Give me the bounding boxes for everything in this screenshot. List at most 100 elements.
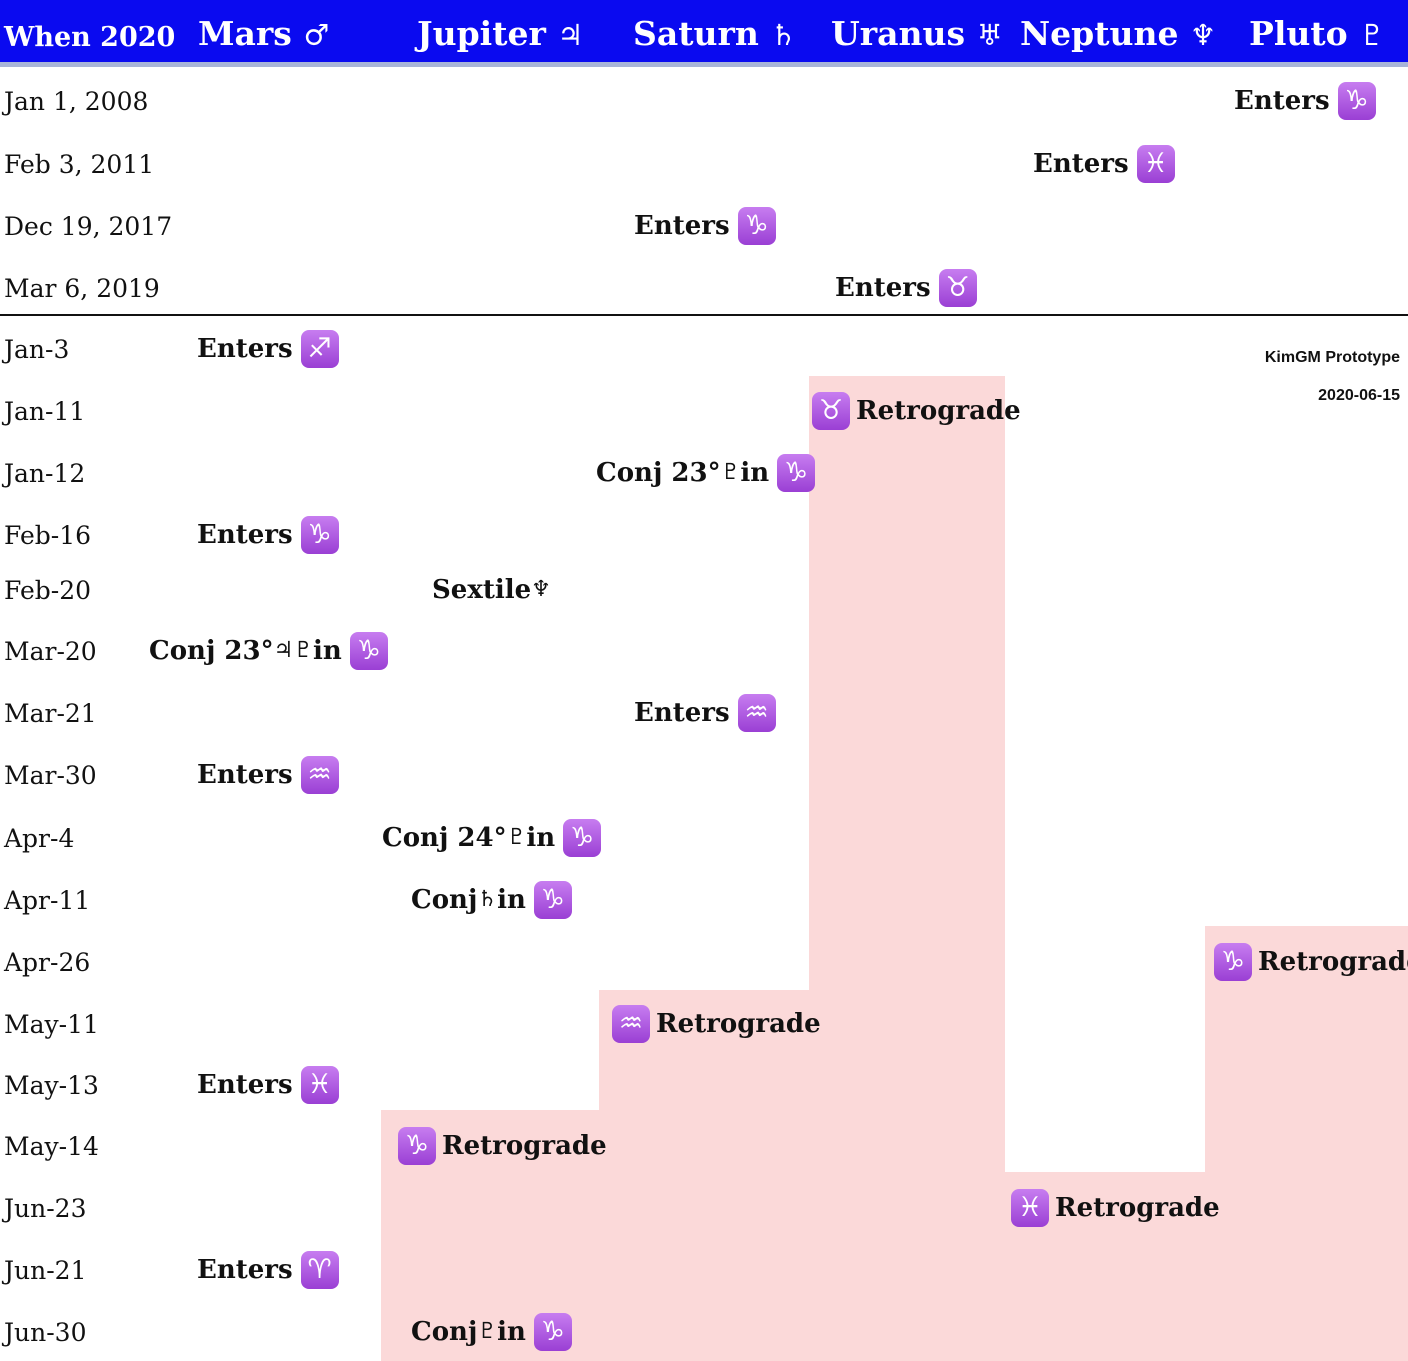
event-status: Retrograde <box>1055 1193 1220 1223</box>
row-date: May-11 <box>4 1010 99 1039</box>
event-text: Enters <box>1234 86 1330 116</box>
event-saturn: Conj 23° ♇ in♑ <box>596 453 816 493</box>
column-header-bar: When 2020 Mars ♂ Jupiter ♃ Saturn ♄ Uran… <box>0 0 1408 67</box>
event-text: Enters <box>197 520 293 550</box>
planet-glyph-icon: ♄ <box>477 887 498 912</box>
uranus-symbol-icon: ♅ <box>976 18 1003 52</box>
row-date: Jan 1, 2008 <box>4 87 149 116</box>
row-date: Dec 19, 2017 <box>4 212 173 241</box>
event-text: Enters <box>197 760 293 790</box>
event-text: Enters <box>197 1255 293 1285</box>
event-mars: Enters♐ <box>197 329 339 369</box>
mars-symbol-icon: ♂ <box>303 18 330 52</box>
planet-glyph-icon: ♇ <box>720 460 741 485</box>
planet-glyph-icon: ♇ <box>506 825 527 850</box>
zodiac-sign-icon: ♑ <box>349 632 388 670</box>
event-pluto: ♑Retrograde <box>1214 942 1408 982</box>
row-date: Feb 3, 2011 <box>4 150 155 179</box>
event-jupiter: ♑Retrograde <box>398 1126 607 1166</box>
row-date: Apr-4 <box>4 824 75 853</box>
zodiac-sign-icon: ♐ <box>300 330 339 368</box>
zodiac-sign-icon: ♒ <box>300 756 339 794</box>
planet-glyph-icon: ♆ <box>531 577 551 602</box>
event-jupiter: Conj ♇ in♑ <box>411 1312 572 1352</box>
row-date: Jan-12 <box>4 459 86 488</box>
saturn-retrograde-region <box>599 990 809 1361</box>
prototype-date: 2020-06-15 <box>1318 387 1400 404</box>
row-date: Feb-20 <box>4 576 92 605</box>
event-pluto: Enters♑ <box>1234 81 1376 121</box>
zodiac-sign-icon: ♓ <box>300 1066 339 1104</box>
event-mars: Enters♈ <box>197 1250 339 1290</box>
planet-glyph-icon: ♃♇ <box>273 638 314 663</box>
header-jupiter: Jupiter ♃ <box>417 14 584 53</box>
row-date: Jun-23 <box>4 1194 87 1223</box>
header-mars: Mars ♂ <box>198 14 330 53</box>
event-text: in <box>526 823 556 853</box>
event-text: in <box>313 636 342 666</box>
zodiac-sign-icon: ♉ <box>938 269 977 307</box>
event-saturn: Enters♒ <box>634 693 776 733</box>
zodiac-sign-icon: ♓ <box>1136 145 1175 183</box>
header-when: When 2020 <box>4 22 176 53</box>
zodiac-sign-icon: ♑ <box>563 819 602 857</box>
event-mars: Enters♑ <box>197 515 339 555</box>
event-mars: Enters♓ <box>197 1065 339 1105</box>
event-text: Conj 24° <box>382 823 507 853</box>
event-text: in <box>740 458 770 488</box>
zodiac-sign-icon: ♓ <box>1011 1189 1049 1227</box>
row-date: Jan-11 <box>4 397 86 426</box>
event-text: Enters <box>197 1070 293 1100</box>
event-mars: Conj 23° ♃♇ in♑ <box>149 631 388 671</box>
prototype-label: KimGM Prototype <box>1264 349 1400 366</box>
event-jupiter: Conj 24° ♇ in♑ <box>382 818 602 858</box>
history-divider <box>0 314 1408 316</box>
zodiac-sign-icon: ♑ <box>533 1313 572 1351</box>
event-text: Enters <box>634 211 730 241</box>
row-date: Feb-16 <box>4 521 92 550</box>
event-text: Enters <box>197 334 293 364</box>
event-status: Retrograde <box>1258 947 1408 977</box>
event-text: Conj <box>411 885 478 915</box>
event-text: Enters <box>835 273 931 303</box>
event-text: Enters <box>1033 149 1129 179</box>
row-date: Jun-30 <box>4 1318 87 1347</box>
row-date: May-13 <box>4 1071 99 1100</box>
event-text: Enters <box>634 698 730 728</box>
event-text: Sextile <box>432 575 532 605</box>
event-text: Conj 23° <box>149 636 274 666</box>
header-saturn: Saturn ♄ <box>633 14 797 53</box>
header-neptune: Neptune ♆ <box>1020 14 1216 53</box>
header-pluto: Pluto ♇ <box>1249 14 1386 53</box>
row-date: Mar-21 <box>4 699 97 728</box>
event-neptune: ♓Retrograde <box>1011 1188 1220 1228</box>
pluto-retrograde-region <box>1205 926 1408 1361</box>
event-status: Retrograde <box>856 396 1021 426</box>
event-text: in <box>497 885 526 915</box>
event-jupiter: Sextile ♆ <box>432 570 551 610</box>
row-date: Jun-21 <box>4 1256 87 1285</box>
row-date: Mar-20 <box>4 637 97 666</box>
zodiac-sign-icon: ♑ <box>398 1127 436 1165</box>
zodiac-sign-icon: ♑ <box>777 454 816 492</box>
event-uranus: ♉Retrograde <box>812 391 1021 431</box>
saturn-symbol-icon: ♄ <box>770 18 797 52</box>
event-saturn: ♒Retrograde <box>612 1004 821 1044</box>
zodiac-sign-icon: ♒ <box>737 694 776 732</box>
neptune-symbol-icon: ♆ <box>1189 18 1216 52</box>
event-neptune: Enters♓ <box>1033 144 1175 184</box>
event-status: Retrograde <box>656 1009 821 1039</box>
row-date: Mar-30 <box>4 761 97 790</box>
row-date: Apr-26 <box>4 948 91 977</box>
row-date: May-14 <box>4 1132 99 1161</box>
row-date: Apr-11 <box>4 886 91 915</box>
row-date: Jan-3 <box>4 335 70 364</box>
event-uranus: Enters♉ <box>835 268 977 308</box>
zodiac-sign-icon: ♑ <box>1214 943 1252 981</box>
zodiac-sign-icon: ♈ <box>300 1251 339 1289</box>
uranus-retrograde-region <box>809 376 1005 1361</box>
event-status: Retrograde <box>442 1131 607 1161</box>
planet-glyph-icon: ♇ <box>477 1319 498 1344</box>
header-uranus: Uranus ♅ <box>831 14 1003 53</box>
zodiac-sign-icon: ♒ <box>612 1005 650 1043</box>
